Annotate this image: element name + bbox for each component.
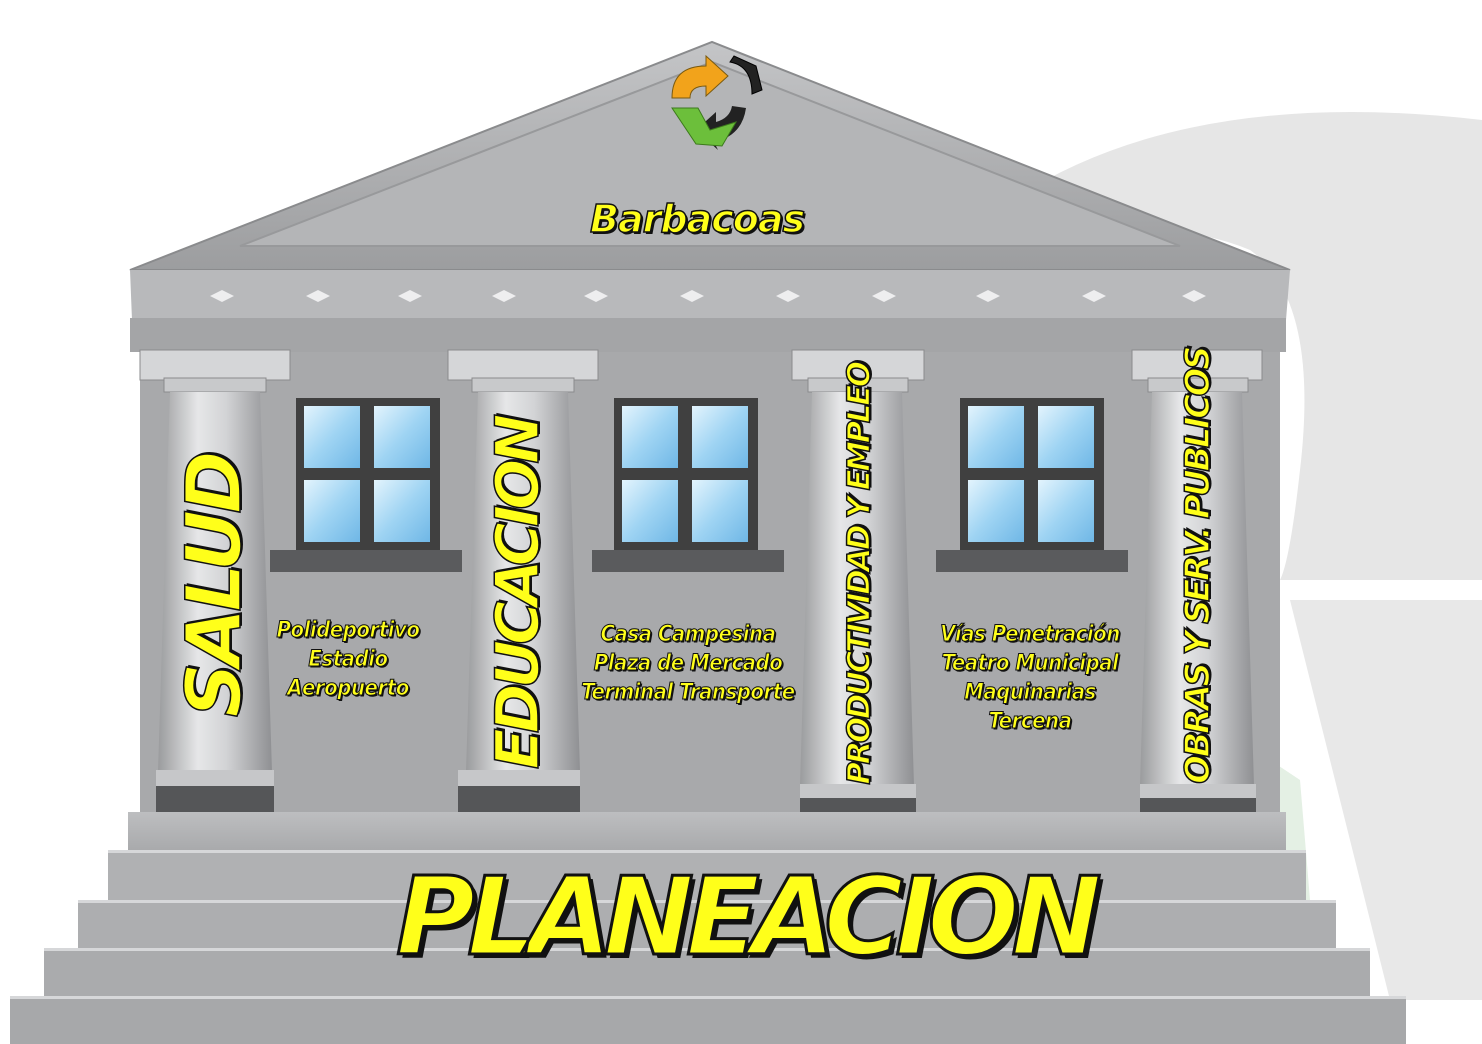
project-item: Polideportivo bbox=[276, 618, 421, 644]
project-item: Maquinarias bbox=[964, 680, 1097, 706]
cornice-ornaments bbox=[210, 290, 1206, 302]
project-item: Aeropuerto bbox=[287, 676, 410, 702]
project-list-3: Vías Penetración Teatro Municipal Maquin… bbox=[900, 620, 1160, 736]
project-item: Plaza de Mercado bbox=[593, 651, 783, 677]
pillar-label-obras: OBRAS Y SERV. PUBLICOS bbox=[1177, 347, 1219, 784]
pillar-label-educacion: EDUCACION bbox=[482, 418, 554, 770]
window-1 bbox=[270, 398, 462, 572]
base-label-planeacion: PLANEACION bbox=[395, 855, 1104, 980]
recycle-arrows-logo-icon bbox=[671, 54, 763, 150]
project-item: Tercena bbox=[988, 709, 1072, 735]
project-list-1: Polideportivo Estadio Aeropuerto bbox=[218, 616, 478, 703]
project-list-2: Casa Campesina Plaza de Mercado Terminal… bbox=[558, 620, 818, 707]
project-item: Estadio bbox=[308, 647, 389, 673]
project-item: Teatro Municipal bbox=[941, 651, 1119, 677]
steps bbox=[10, 812, 1406, 1044]
project-item: Terminal Transporte bbox=[581, 680, 796, 706]
pillar-label-productividad: PRODUCTIVIDAD Y EMPLEO bbox=[841, 363, 879, 786]
project-item: Vías Penetración bbox=[940, 622, 1121, 648]
roof bbox=[129, 40, 1291, 352]
window-2 bbox=[592, 398, 784, 572]
window-3 bbox=[936, 398, 1128, 572]
project-item: Casa Campesina bbox=[600, 622, 777, 648]
building-name: Barbacoas bbox=[589, 197, 806, 241]
